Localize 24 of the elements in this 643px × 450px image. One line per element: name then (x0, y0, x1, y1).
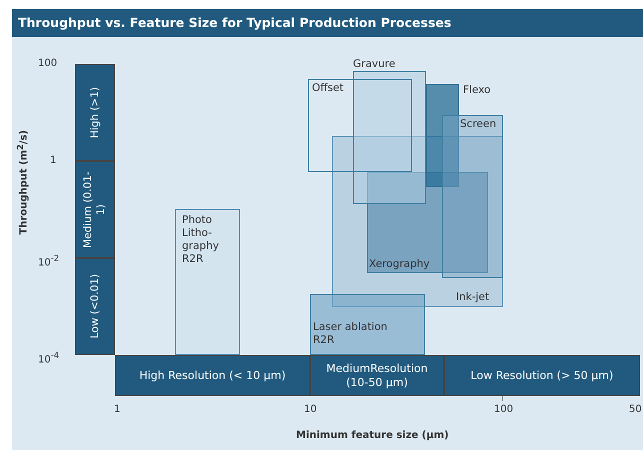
axis-tick: 10$^{-2}$ (38, 252, 60, 270)
chart-title: Throughput vs. Feature Size for Typical Production Processes (12, 9, 643, 37)
process-label: Xerography (369, 258, 431, 271)
axis-tick: 50 (629, 404, 642, 416)
process-label: Screen (460, 118, 498, 131)
axis-tick: 1 (114, 404, 120, 416)
band-label: High Resolution (< 10 µm) (115, 355, 310, 396)
process-label: Flexo (463, 84, 492, 97)
process-label: Ink-jet (456, 291, 490, 304)
axis-title: Minimum feature size (µm) (296, 430, 449, 442)
band-label: Medium (0.01-1) (75, 161, 115, 258)
axis-tick: 100 (494, 404, 514, 416)
process-label: Gravure (353, 58, 396, 71)
process-label: Photo Litho-graphy R2R (182, 214, 220, 266)
process-label: Offset (312, 82, 345, 95)
axis-tick: 100 (38, 58, 58, 70)
band-label: Low Resolution (> 50 µm) (444, 355, 640, 396)
axis-tick: 1 (50, 155, 56, 167)
band-label: High (>1) (75, 64, 115, 161)
axis-tick: 10$^{-4}$ (38, 349, 60, 366)
axis-tick: 10 (304, 404, 317, 416)
band-label: Low (<0.01) (75, 258, 115, 355)
band-label: MediumResolution (10-50 µm) (310, 355, 444, 396)
process-label: Laser ablation R2R (313, 321, 388, 347)
